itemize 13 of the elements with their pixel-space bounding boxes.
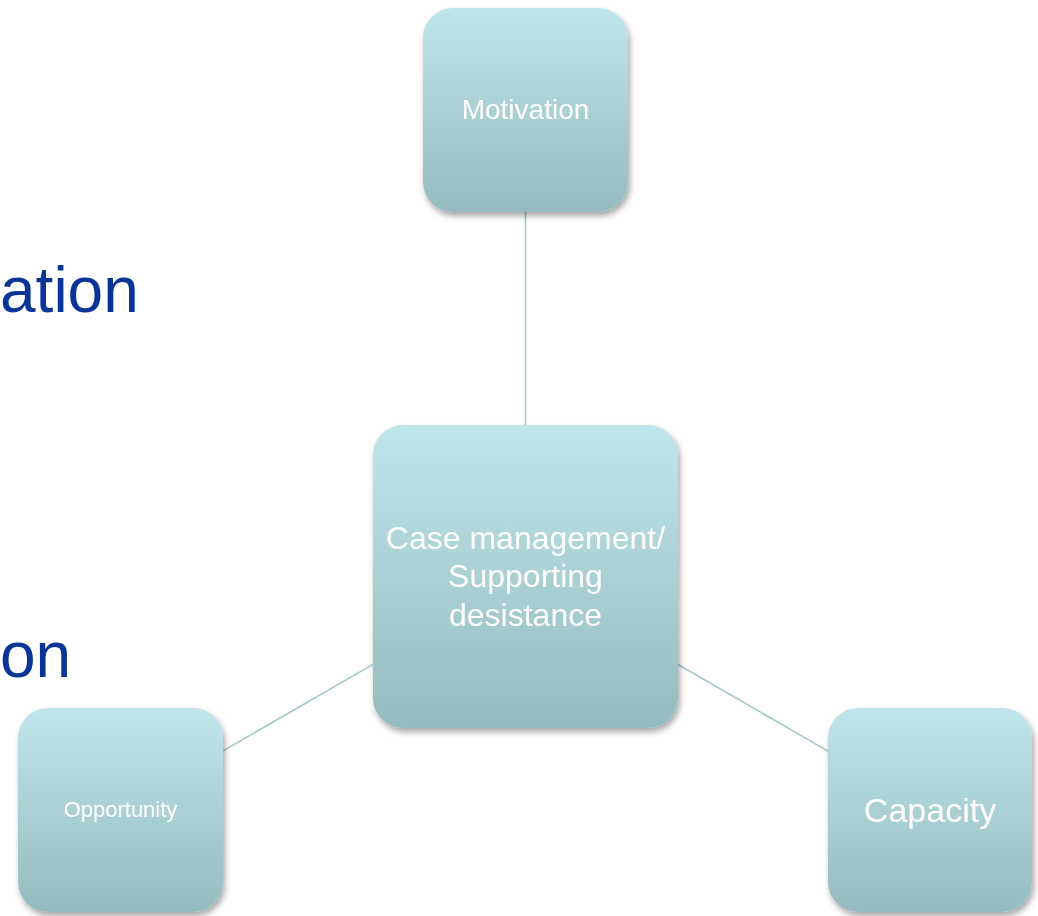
connector-line	[524, 211, 527, 426]
box-label: Motivation	[461, 93, 590, 127]
connector-line	[677, 663, 829, 752]
rounded-box	[828, 708, 1032, 912]
rounded-box	[423, 8, 628, 212]
rounded-box	[373, 425, 678, 728]
box-label: Capacity	[863, 789, 997, 831]
box-label: Case management/ Supporting desistance	[384, 518, 667, 635]
rounded-box	[18, 708, 223, 912]
box-label: Opportunity	[63, 796, 178, 824]
heading-fragment: on	[0, 623, 72, 687]
heading-fragment: ation	[0, 258, 139, 322]
connector-line	[222, 663, 374, 752]
